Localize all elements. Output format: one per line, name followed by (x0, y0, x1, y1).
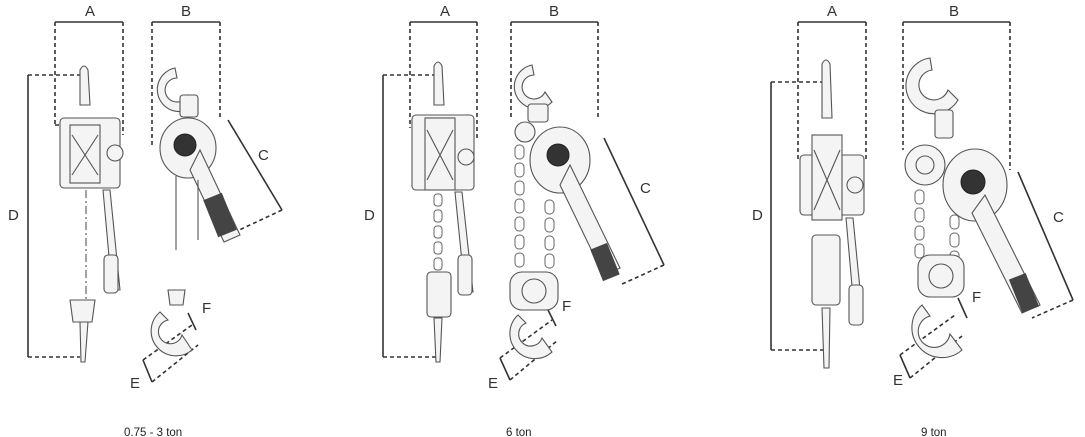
dimension-b-medium: B (510, 3, 599, 120)
label-b-medium: B (549, 3, 559, 20)
dimension-d-large: D (752, 81, 826, 351)
chain-front-medium (514, 144, 555, 269)
model-medium: A B D C E F (364, 3, 665, 437)
caption-large: 9 ton (921, 427, 947, 437)
label-e-small: E (130, 375, 140, 392)
label-a-small: A (85, 3, 95, 20)
model-small: A B D C E F (8, 3, 283, 437)
label-e-medium: E (488, 375, 498, 392)
label-a-large: A (827, 3, 837, 20)
label-e-large: E (893, 372, 903, 389)
label-a-medium: A (440, 3, 450, 20)
label-d-medium: D (364, 207, 375, 224)
hoist-front-view-medium (509, 64, 621, 360)
label-c-large: C (1053, 209, 1064, 226)
label-f-small: F (202, 300, 211, 317)
label-f-large: F (972, 289, 981, 306)
label-c-medium: C (640, 180, 651, 197)
dimension-ef-medium: E F (488, 298, 571, 392)
dimension-b-large: B (902, 3, 1011, 170)
dimension-a-medium: A (409, 3, 478, 140)
caption-small: 0.75 - 3 ton (124, 427, 182, 437)
dimension-c-medium: C (603, 137, 665, 286)
label-c-small: C (258, 147, 269, 164)
model-large: A B D C E F (752, 3, 1074, 437)
hoist-side-view-large (799, 59, 865, 369)
label-b-small: B (181, 3, 191, 20)
chain-front-large (914, 189, 960, 266)
dimension-b-small: B (151, 3, 221, 145)
caption-medium: 6 ton (506, 427, 532, 437)
dimension-d-small: D (8, 74, 80, 358)
hoist-front-view-large (904, 57, 1041, 359)
hoist-front-view-small (150, 67, 241, 357)
dimension-d-medium: D (364, 74, 436, 358)
dimension-c-large: C (1017, 171, 1074, 319)
chain-side-medium (433, 193, 443, 271)
dimension-c-small: C (227, 119, 283, 233)
dimension-a-small: A (54, 3, 124, 135)
hoist-side-view-small (59, 65, 124, 363)
hoist-side-view-medium (411, 61, 475, 363)
label-f-medium: F (562, 298, 571, 315)
label-d-small: D (8, 207, 19, 224)
label-d-large: D (752, 207, 763, 224)
dimension-ef-large: E F (893, 289, 981, 389)
dimension-a-large: A (797, 3, 867, 160)
label-b-large: B (949, 3, 959, 20)
